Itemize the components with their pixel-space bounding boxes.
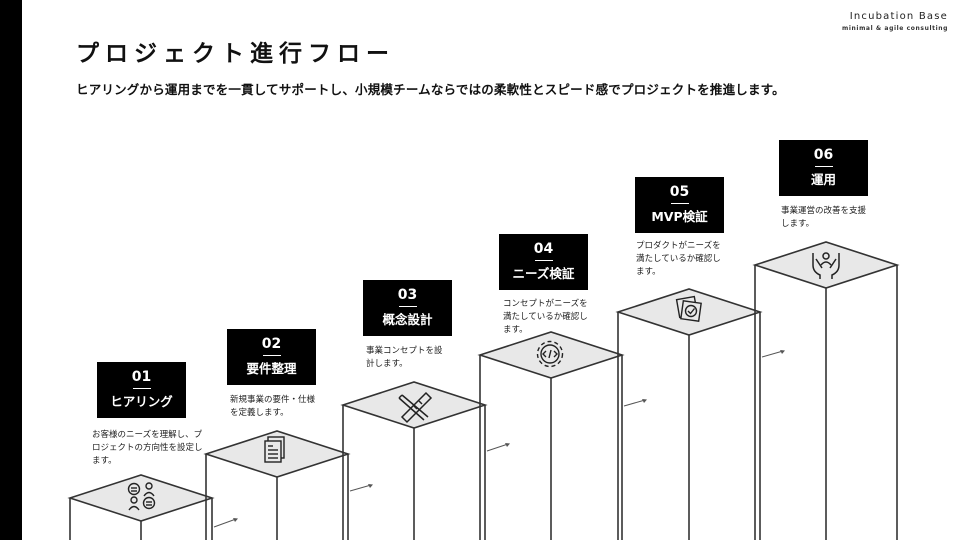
step-number: 06 (813, 147, 834, 163)
brand-tagline: minimal & agile consulting (842, 25, 948, 32)
step-name: 概念設計 (382, 312, 433, 327)
step-name: ヒアリング (110, 394, 173, 409)
label-divider (398, 306, 417, 307)
step-block-5 (615, 288, 763, 540)
step-arrow-3 (486, 443, 510, 452)
step-label-2: 02 要件整理 (227, 329, 316, 385)
step-label-4: 04 ニーズ検証 (499, 234, 588, 290)
step-name: MVP検証 (651, 209, 708, 224)
step-arrow-1 (213, 518, 238, 528)
step-number: 05 (669, 184, 690, 200)
step-arrow-5 (761, 350, 785, 358)
step-description-2: 新規事業の要件・仕様を定義します。 (230, 395, 316, 418)
step-description-6: 事業運営の改善を支援します。 (781, 206, 867, 229)
label-divider (670, 203, 689, 204)
step-name: ニーズ検証 (512, 266, 575, 281)
label-divider (262, 355, 281, 356)
page-subtitle: ヒアリングから運用までを一貫してサポートし、小規模チームならではの柔軟性とスピー… (76, 82, 785, 97)
step-block-3 (340, 381, 488, 540)
step-number: 03 (397, 287, 418, 303)
step-description-3: 事業コンセプトを設計します。 (366, 346, 443, 369)
step-number: 04 (533, 241, 554, 257)
step-block-4 (477, 331, 625, 540)
step-arrow-2 (349, 484, 373, 492)
label-divider (534, 260, 553, 261)
document-icon (264, 436, 285, 463)
step-label-1: 01 ヒアリング (97, 362, 186, 418)
label-divider (132, 388, 151, 389)
step-block-2 (203, 430, 351, 540)
step-block-1 (67, 474, 215, 540)
step-label-3: 03 概念設計 (363, 280, 452, 336)
step-name: 運用 (810, 172, 836, 187)
brand-logo: Incubation Base minimal & agile consulti… (842, 11, 948, 32)
pencil-ruler-icon (398, 391, 433, 424)
hands-support-icon (812, 252, 840, 279)
step-description-5: プロダクトがニーズを満たしているか確認します。 (636, 241, 721, 277)
step-label-5: 05 MVP検証 (635, 177, 724, 233)
step-description-4: コンセプトがニーズを満たしているか確認します。 (503, 299, 588, 335)
step-name: 要件整理 (246, 361, 297, 376)
step-label-6: 06 運用 (779, 140, 868, 196)
label-divider (814, 166, 833, 167)
step-number: 02 (261, 336, 282, 352)
people-chat-icon (127, 482, 156, 511)
code-gear-icon (536, 340, 564, 368)
step-block-6 (752, 241, 900, 540)
step-arrow-4 (623, 399, 647, 407)
checked-cards-icon (675, 295, 702, 322)
side-accent-bar (0, 0, 22, 540)
page-title: プロジェクト進行フロー (76, 41, 395, 67)
brand-name: Incubation Base (849, 11, 948, 22)
step-description-1: お客様のニーズを理解し、プロジェクトの方向性を設定します。 (92, 430, 203, 466)
step-number: 01 (131, 369, 152, 385)
